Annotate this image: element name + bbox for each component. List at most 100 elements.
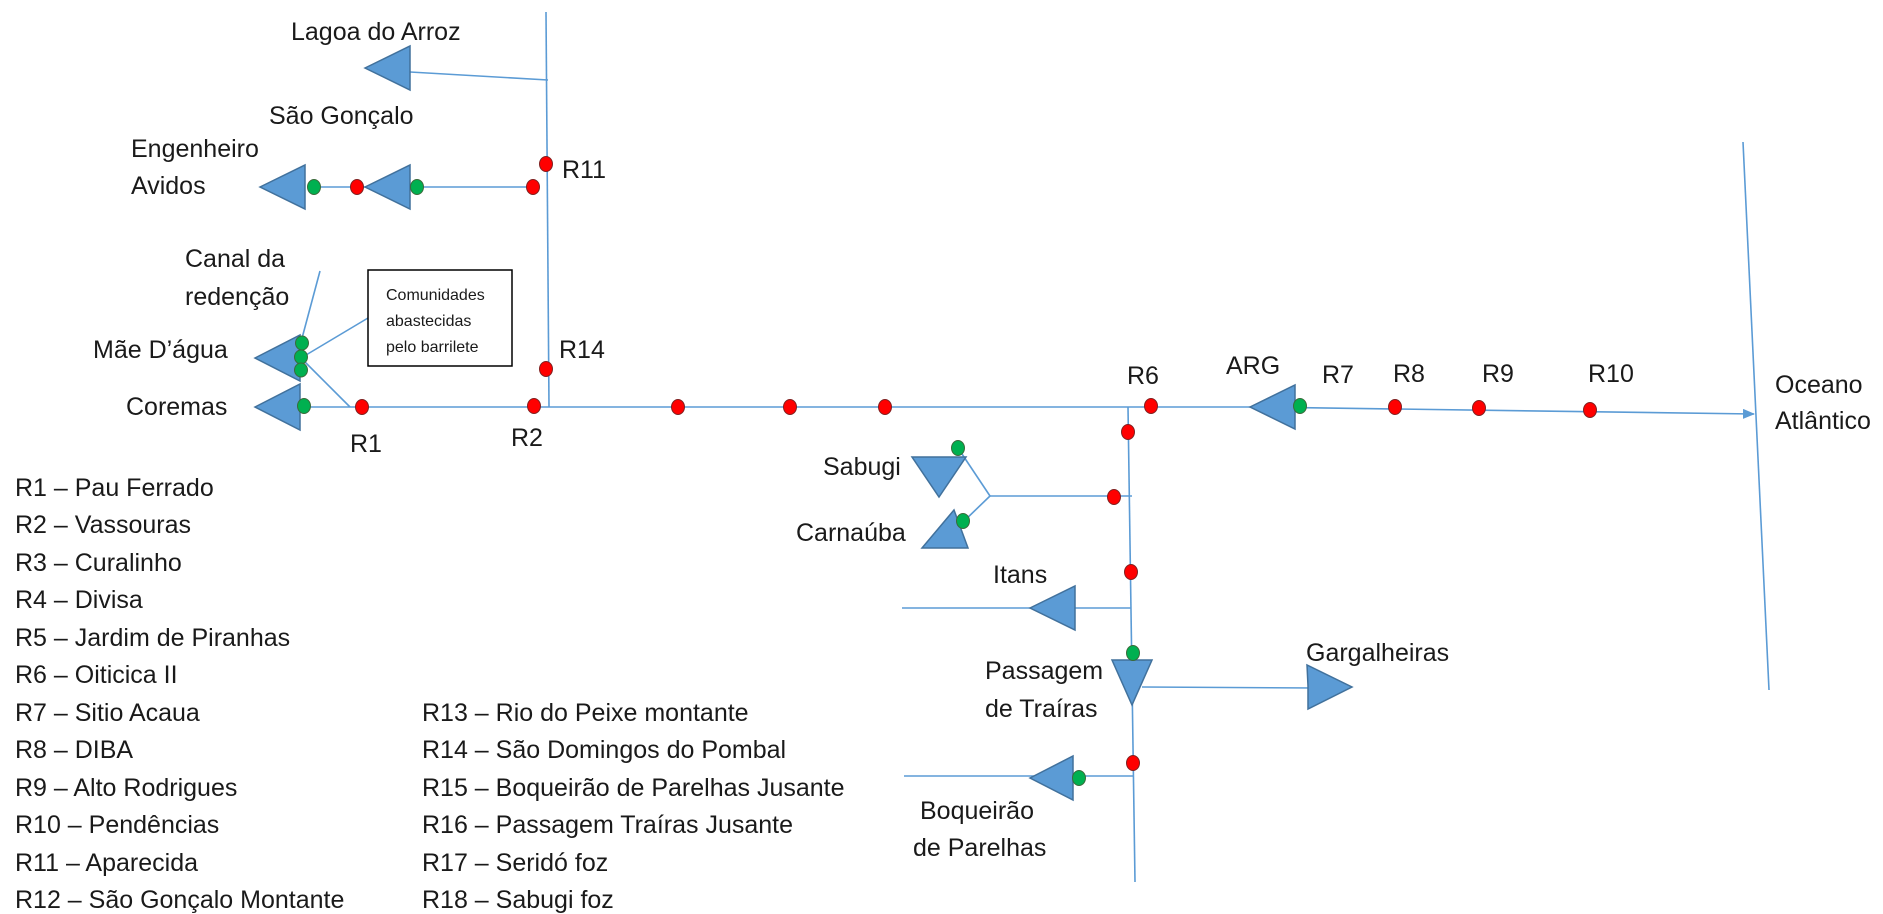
release-point [1293, 398, 1307, 414]
legend-item: R1 – Pau Ferrado [15, 474, 214, 502]
monitoring-point-r8 [1388, 399, 1402, 415]
legend-item: R17 – Seridó foz [422, 849, 608, 877]
monitoring-point-r9 [1472, 400, 1486, 416]
release-point [951, 440, 965, 456]
station-label-r9: R9 [1482, 360, 1514, 388]
release-point [294, 362, 308, 378]
legend-item: R11 – Aparecida [15, 849, 198, 877]
monitoring-point [350, 179, 364, 195]
passagem-de-trairas-label-line-1: Passagem [985, 657, 1103, 685]
canal-redencao-branch [300, 270, 321, 343]
upper-branch-river [545, 11, 550, 408]
arg-reservoir [1248, 383, 1296, 431]
canal-da-redencao-label-line-2: redenção [185, 283, 289, 311]
legend-item: R6 – Oiticica II [15, 661, 178, 689]
release-point [410, 179, 424, 195]
legend-item: R9 – Alto Rodrigues [15, 774, 237, 802]
barrilete-annotation-line [300, 317, 369, 359]
itans-label: Itans [993, 561, 1047, 589]
release-point [297, 398, 311, 414]
monitoring-point [1126, 755, 1140, 771]
station-label-r10: R10 [1588, 360, 1634, 388]
passagem-de-trairas-label-line-2: de Traíras [985, 695, 1098, 723]
legend-item: R10 – Pendências [15, 811, 219, 839]
monitoring-point [526, 179, 540, 195]
annotation-box: Comunidades abastecidas pelo barrilete [367, 269, 513, 367]
monitoring-point-r2 [527, 398, 541, 414]
monitoring-point-r1 [355, 399, 369, 415]
annotation-line-3: pelo barrilete [386, 339, 479, 356]
gargalheiras-label: Gargalheiras [1306, 639, 1449, 667]
monitoring-point-r10 [1583, 402, 1597, 418]
engenheiro-avidos-label-line-2: Avidos [131, 172, 206, 200]
sabugi-reservoir [910, 456, 968, 499]
release-point [307, 179, 321, 195]
monitoring-point [1124, 564, 1138, 580]
monitoring-point-r14 [539, 361, 553, 377]
monitoring-points [350, 156, 1597, 771]
station-labels: R11 R14 R1 R2 R6 R7 R8 R9 R10 [350, 156, 1634, 458]
station-legend-left: R1 – Pau Ferrado R2 – Vassouras R3 – Cur… [15, 474, 344, 914]
seridó-river [1127, 406, 1136, 883]
legend-item: R4 – Divisa [15, 586, 143, 614]
monitoring-point [1121, 424, 1135, 440]
legend-item: R15 – Boqueirão de Parelhas Jusante [422, 774, 845, 802]
station-label-r14: R14 [559, 336, 605, 364]
legend-item: R2 – Vassouras [15, 511, 191, 539]
station-legend-right: R13 – Rio do Peixe montante R14 – São Do… [422, 699, 845, 914]
gargalheiras-branch [1141, 686, 1316, 689]
station-label-r6: R6 [1127, 362, 1159, 390]
station-label-r7: R7 [1322, 361, 1354, 389]
release-point [1072, 770, 1086, 786]
lower-river [1252, 406, 1755, 419]
lagoa-do-arroz-reservoir [363, 44, 411, 92]
reservoir-labels: Lagoa do Arroz São Gonçalo Engenheiro Av… [93, 18, 1871, 862]
engenheiro-avidos-label-line-1: Engenheiro [131, 135, 259, 163]
station-label-r1: R1 [350, 430, 382, 458]
sabugi-fan-top [957, 447, 991, 497]
boqueirao-de-parelhas-label-line-1: Boqueirão [920, 797, 1034, 825]
legend-item: R8 – DIBA [15, 736, 133, 764]
annotation-line-1: Comunidades [386, 287, 485, 304]
release-point [295, 335, 309, 351]
legend-item: R18 – Sabugi foz [422, 886, 614, 914]
river-lines [300, 11, 1770, 883]
engenheiro-avidos-reservoir [258, 163, 306, 211]
monitoring-point [1107, 489, 1121, 505]
lagoa-do-arroz-label: Lagoa do Arroz [291, 18, 461, 46]
oceano-atlantico-label-line-2: Atlântico [1775, 407, 1871, 435]
gargalheiras-reservoir [1306, 663, 1354, 711]
monitoring-point [783, 399, 797, 415]
legend-item: R3 – Curalinho [15, 549, 182, 577]
arg-label: ARG [1226, 352, 1280, 380]
oceano-atlantico-label-line-1: Oceano [1775, 371, 1863, 399]
monitoring-point [671, 399, 685, 415]
coremas-reservoir [253, 382, 301, 432]
lagoa-do-arroz-branch [409, 71, 549, 81]
station-label-r2: R2 [511, 424, 543, 452]
mae-dagua-reservoir [253, 333, 301, 383]
boqueirao-de-parelhas-label-line-2: de Parelhas [913, 834, 1046, 862]
annotation-box-frame [367, 269, 513, 367]
monitoring-point-r6 [1144, 398, 1158, 414]
itans-reservoir [1028, 584, 1076, 632]
monitoring-point-r11 [539, 156, 553, 172]
station-label-r11: R11 [562, 156, 606, 184]
release-point [956, 513, 970, 529]
legend-item: R5 – Jardim de Piranhas [15, 624, 290, 652]
sao-goncalo-label: São Gonçalo [269, 102, 414, 130]
coremas-label: Coremas [126, 393, 227, 421]
carnauba-label: Carnaúba [796, 519, 906, 547]
release-points [294, 179, 1307, 786]
sabugi-label: Sabugi [823, 453, 901, 481]
legend-item: R16 – Passagem Traíras Jusante [422, 811, 793, 839]
passagem-de-trairas-reservoir [1110, 659, 1154, 707]
legend-item: R7 – Sitio Acaua [15, 699, 200, 727]
legend-item: R14 – São Domingos do Pombal [422, 736, 786, 764]
release-point [294, 349, 308, 365]
boqueirao-de-parelhas-reservoir [1028, 754, 1074, 802]
annotation-line-2: abastecidas [386, 313, 471, 330]
station-label-r8: R8 [1393, 360, 1425, 388]
ocean-line [1742, 141, 1770, 691]
